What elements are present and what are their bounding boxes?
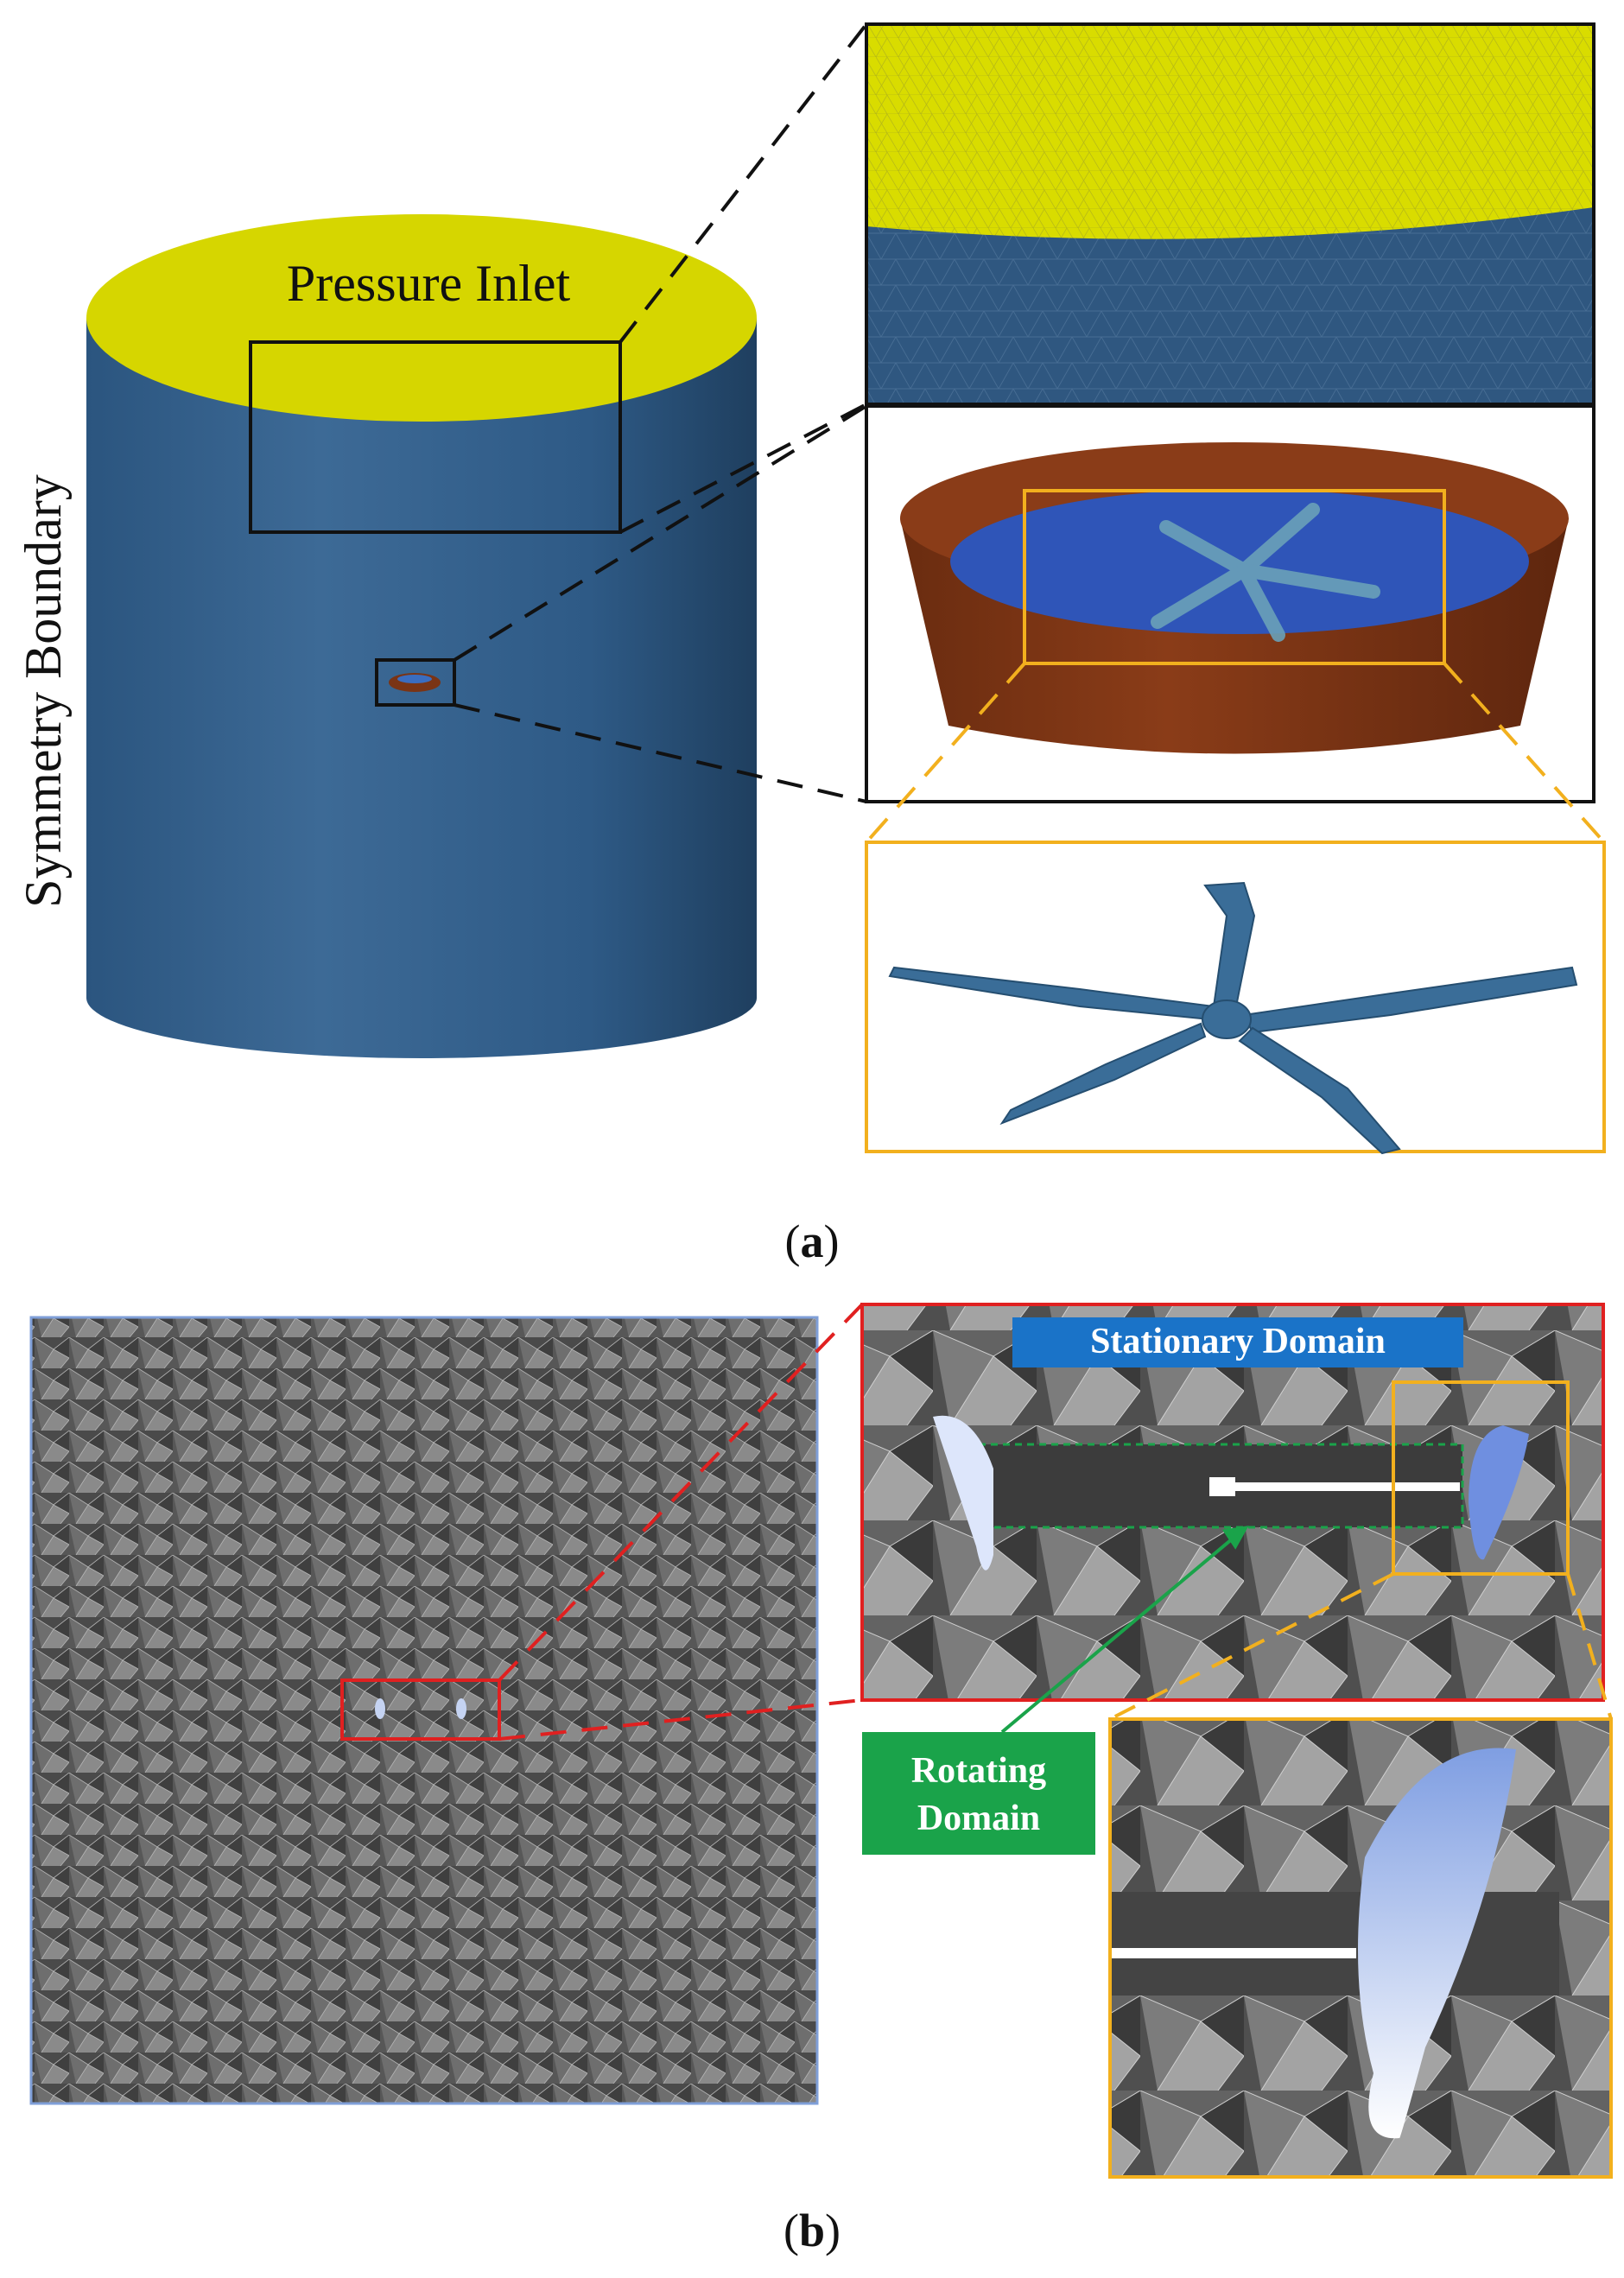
caption-b: (b) <box>783 2205 841 2256</box>
panel-b-leader-lines <box>498 1303 864 1741</box>
full-mesh-zoom-box <box>340 1678 501 1741</box>
pressure-inlet-label: Pressure Inlet <box>287 255 571 312</box>
duct-thumbnail-inner <box>397 675 432 683</box>
shaft-line <box>1235 1482 1460 1491</box>
symmetry-boundary-label: Symmetry Boundary <box>15 474 72 908</box>
full-mesh-view <box>29 1316 819 2105</box>
hub-marker <box>1209 1477 1235 1496</box>
blade-left <box>933 1415 993 1570</box>
stationary-domain-badge <box>1012 1317 1463 1367</box>
caption-a-letter: a <box>801 1215 824 1267</box>
pressure-inlet-surface <box>86 214 757 422</box>
rotating-domain-arrow <box>1000 1527 1246 1734</box>
rotor-zoom <box>865 841 1606 1155</box>
stationary-domain-label: Stationary Domain <box>1090 1322 1386 1361</box>
caption-a-close: ) <box>824 1215 840 1267</box>
duct-zoom-box <box>375 658 456 707</box>
blade-mesh-zoom <box>1108 1717 1613 2179</box>
blade-leader-lines <box>1109 1572 1613 1721</box>
mini-blade-left <box>375 1698 385 1719</box>
blade-zoom-box <box>1392 1380 1570 1576</box>
blade-zoom-profile <box>1358 1748 1516 2139</box>
panel-a: Pressure Inlet Symmetry Boundary <box>15 22 1606 1267</box>
inlet-mesh-zoom <box>865 22 1595 406</box>
caption-b-close: ) <box>825 2205 841 2256</box>
rotating-domain-badge: Rotating Domain <box>862 1732 1095 1855</box>
caption-b-open: ( <box>783 2205 799 2256</box>
blade-zoom-rotating-band <box>1110 1892 1559 1996</box>
panel-b: Stationary Domain Rotating Domain (b) <box>29 1303 1613 2256</box>
rotating-domain-label-line2: Domain <box>917 1799 1040 1838</box>
duct-zoom <box>865 404 1595 803</box>
rotating-domain-arrowhead <box>1221 1526 1249 1550</box>
duct-rotor-icon <box>1151 503 1380 642</box>
rotor-icon <box>888 881 1578 1155</box>
blade-right <box>1469 1425 1529 1560</box>
panel-a-leader-lines <box>453 22 868 803</box>
inlet-zoom-box <box>249 340 622 534</box>
rotating-domain-label-line1: Rotating <box>911 1751 1046 1791</box>
stationary-domain-zoom: Stationary Domain <box>860 1303 1605 1702</box>
rotor-zoom-box <box>1023 489 1446 665</box>
blade-zoom-shaft <box>1110 1948 1356 1958</box>
caption-a: (a) <box>785 1215 840 1267</box>
caption-a-open: ( <box>785 1215 801 1267</box>
caption-b-letter: b <box>799 2205 825 2256</box>
mini-blade-right <box>456 1698 466 1719</box>
